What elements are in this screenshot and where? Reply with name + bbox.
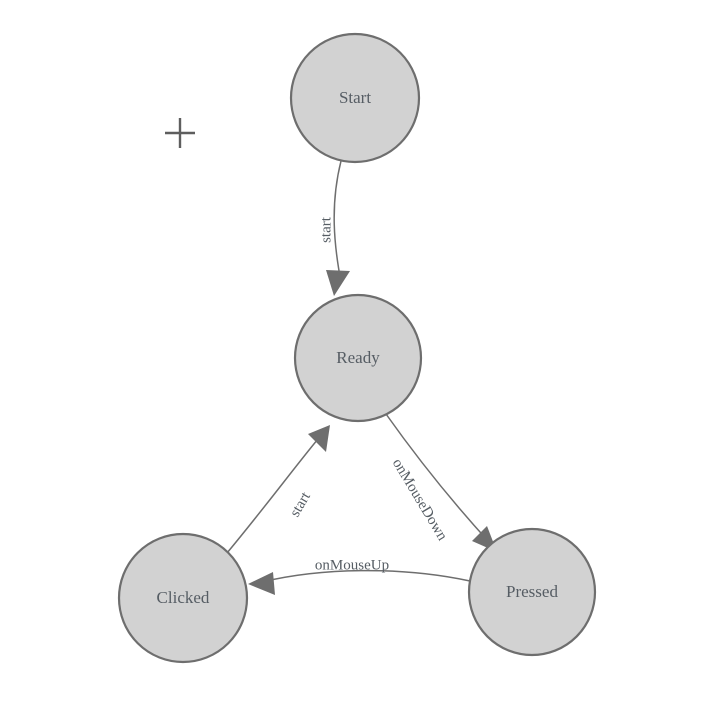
edge-start-to-ready[interactable]: start — [318, 160, 350, 296]
edge-ready-to-pressed-path — [385, 413, 490, 543]
node-pressed-label: Pressed — [506, 582, 558, 601]
node-clicked-label: Clicked — [157, 588, 210, 607]
edge-pressed-to-clicked-arrowhead — [248, 572, 275, 595]
node-pressed[interactable]: Pressed — [467, 527, 597, 657]
edge-ready-to-pressed[interactable]: onMouseDown — [385, 413, 497, 552]
node-clicked-circle — [117, 532, 249, 664]
edge-clicked-to-ready-arrowhead — [308, 425, 330, 452]
node-start-circle — [289, 32, 421, 164]
node-ready-label: Ready — [336, 348, 380, 367]
edge-start-to-ready-label: start — [318, 216, 334, 243]
node-start[interactable]: Start — [289, 32, 421, 164]
edge-pressed-to-clicked[interactable]: onMouseUp — [248, 557, 471, 595]
edge-start-to-ready-path — [333, 160, 342, 283]
node-ready[interactable]: Ready — [293, 293, 423, 423]
edge-clicked-to-ready-label: start — [287, 489, 314, 520]
crosshair-cursor-icon — [165, 118, 195, 148]
edge-pressed-to-clicked-label: onMouseUp — [315, 557, 389, 573]
edge-start-to-ready-arrowhead — [326, 270, 350, 296]
edge-clicked-to-ready[interactable]: start — [226, 425, 330, 554]
edge-clicked-to-ready-path — [226, 438, 319, 554]
node-pressed-circle — [467, 527, 597, 657]
node-clicked[interactable]: Clicked — [117, 532, 249, 664]
node-ready-circle — [293, 293, 423, 423]
edge-pressed-to-clicked-path — [261, 569, 471, 583]
node-start-label: Start — [339, 88, 371, 107]
edge-ready-to-pressed-label: onMouseDown — [389, 456, 451, 544]
